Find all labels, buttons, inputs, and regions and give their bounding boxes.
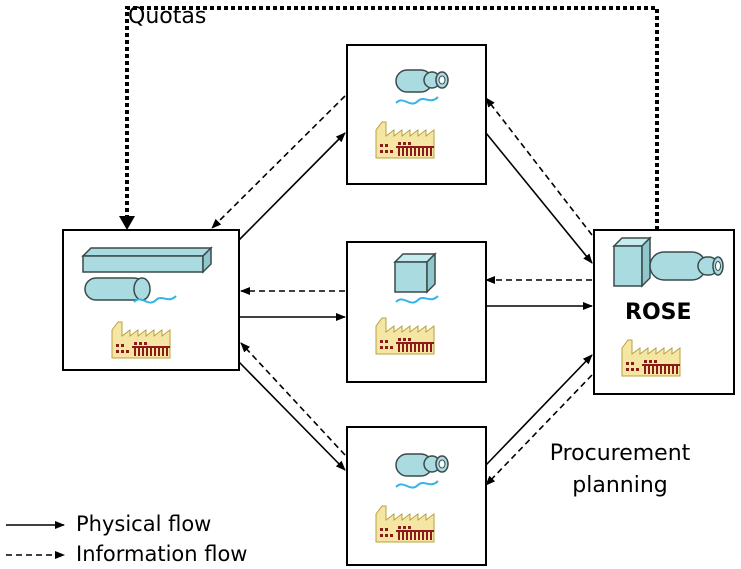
physical-flows xyxy=(238,132,593,471)
quotas-label: Quotas xyxy=(128,4,207,29)
quotas-line xyxy=(125,6,659,230)
rose-label: ROSE xyxy=(625,300,692,325)
legend-information-label: Information flow xyxy=(76,542,248,566)
top-factory-box xyxy=(346,44,487,185)
procurement-planning-label: Procurement planning xyxy=(530,438,710,502)
information-flows xyxy=(211,95,593,486)
rose-products-icon xyxy=(612,236,724,288)
quotas-arrowhead xyxy=(119,216,135,230)
middle-cube-icon xyxy=(393,252,437,294)
procurement-line-1: Procurement xyxy=(549,441,691,466)
procurement-line-2: planning xyxy=(572,473,668,498)
left-products-icon xyxy=(81,246,213,301)
legend-physical-label: Physical flow xyxy=(76,512,212,536)
bottom-factory-box xyxy=(346,426,487,566)
